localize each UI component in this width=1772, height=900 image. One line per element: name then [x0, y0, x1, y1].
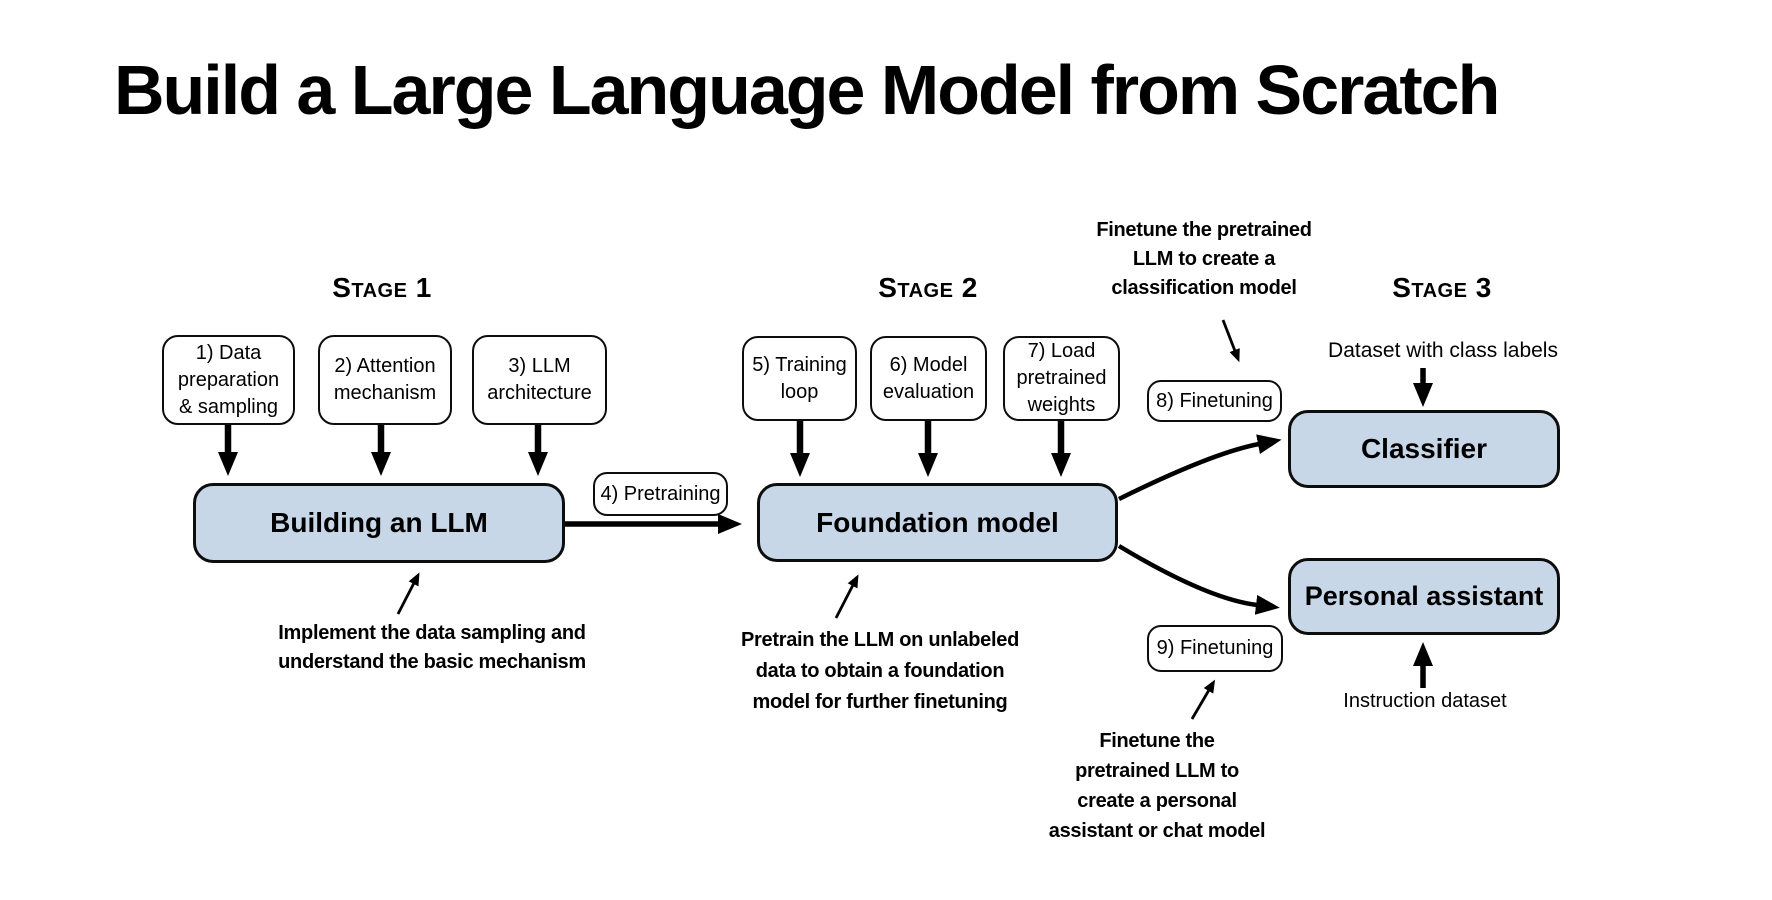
- step-box-line: architecture: [487, 382, 592, 404]
- step-box-line: evaluation: [882, 380, 975, 403]
- step-box-load-pretrained-weights: 7) Load pretrained weights: [1003, 336, 1120, 421]
- stage3-label: Stage 3: [1392, 272, 1492, 303]
- annotation-line: assistant or chat model: [1048, 820, 1266, 842]
- step-box-line: & sampling: [179, 395, 278, 418]
- annotation-line: create a personal: [1077, 790, 1237, 812]
- annotation-line: Implement the data sampling and: [278, 622, 586, 644]
- stage2-label: Stage 2: [878, 272, 978, 303]
- finetuning9-box: 9) Finetuning: [1147, 625, 1283, 672]
- stage1-annotation: Implement the data sampling and understa…: [257, 619, 607, 677]
- arrow-foundation-to-classifier: [1118, 434, 1282, 502]
- step-box-line: preparation: [177, 368, 280, 391]
- pointer-stage2-annotation: [834, 574, 859, 619]
- arrow-foundation-to-personal-assistant: [1117, 544, 1280, 615]
- building-an-llm-label: Building an LLM: [270, 507, 488, 538]
- annotation-line: Pretrain the LLM on unlabeled: [741, 629, 1019, 651]
- annotation-line: model for further finetuning: [752, 691, 1008, 713]
- pointer-classification-annotation: [1221, 319, 1240, 363]
- step-box-line: 3) LLM: [508, 355, 571, 377]
- classifier-label: Classifier: [1360, 433, 1488, 464]
- step-box-training-loop: 5) Training loop: [742, 336, 857, 421]
- page-title: Build a Large Language Model from Scratc…: [114, 51, 1500, 129]
- step-box-model-evaluation: 6) Model evaluation: [870, 336, 987, 421]
- stage1-label: Stage 1: [332, 272, 432, 303]
- annotation-line: pretrained LLM to: [1075, 760, 1239, 782]
- step-box-llm-architecture: 3) LLM architecture: [472, 335, 607, 425]
- foundation-model-label: Foundation model: [816, 506, 1059, 538]
- annotation-line: understand the basic mechanism: [278, 651, 586, 673]
- step-box-line: 2) Attention: [334, 355, 436, 377]
- foundation-model-box: Foundation model: [757, 483, 1118, 562]
- step-box-line: 5) Training: [752, 353, 847, 376]
- annotation-line: LLM to create a: [1132, 248, 1276, 270]
- pointer-stage1-annotation: [396, 572, 420, 615]
- pointer-chat-annotation: [1190, 679, 1216, 720]
- step-box-line: 7) Load: [1027, 340, 1096, 362]
- annotation-line: classification model: [1111, 277, 1297, 299]
- annotation-line: Finetune the pretrained: [1096, 219, 1312, 241]
- step-box-line: weights: [1027, 394, 1096, 416]
- finetuning9-label: 9) Finetuning: [1156, 637, 1274, 659]
- step-box-data-preparation: 1) Data preparation & sampling: [162, 335, 295, 425]
- personal-assistant-box: Personal assistant: [1288, 558, 1560, 635]
- pretraining-box: 4) Pretraining: [593, 472, 728, 516]
- building-an-llm-box: Building an LLM: [193, 483, 565, 563]
- pretraining-label: 4) Pretraining: [600, 482, 721, 505]
- annotation-line: data to obtain a foundation: [755, 660, 1005, 682]
- step-box-attention-mechanism: 2) Attention mechanism: [318, 335, 452, 425]
- finetuning8-box: 8) Finetuning: [1147, 380, 1282, 422]
- instruction-dataset-label: Instruction dataset: [1343, 690, 1507, 712]
- classifier-box: Classifier: [1288, 410, 1560, 488]
- step-box-line: loop: [780, 380, 819, 403]
- step-box-line: 1) Data: [195, 341, 262, 364]
- stage2-annotation: Pretrain the LLM on unlabeled data to ob…: [705, 625, 1055, 718]
- chat-annotation: Finetune the pretrained LLM to create a …: [1017, 726, 1297, 846]
- finetuning8-label: 8) Finetuning: [1156, 389, 1273, 412]
- step-box-line: mechanism: [333, 382, 437, 404]
- annotation-line: Finetune the: [1099, 730, 1215, 752]
- dataset-class-labels: Dataset with class labels: [1328, 339, 1558, 362]
- step-box-line: pretrained: [1016, 367, 1107, 389]
- step-box-line: 6) Model: [889, 353, 968, 376]
- personal-assistant-label: Personal assistant: [1304, 581, 1544, 611]
- classification-annotation: Finetune the pretrained LLM to create a …: [1064, 216, 1344, 303]
